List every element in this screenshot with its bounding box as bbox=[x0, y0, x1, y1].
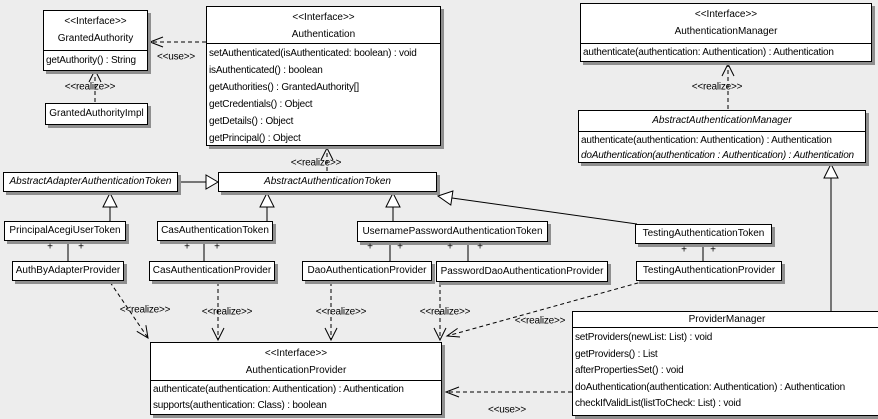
open-arrow-icon bbox=[324, 327, 338, 342]
class-name: PasswordDaoAuthenticationProvider bbox=[440, 265, 604, 277]
class-name: AuthenticationManager bbox=[674, 26, 778, 37]
triangle-arrow-icon bbox=[385, 191, 401, 208]
method: authenticate(authentication: Authenticat… bbox=[581, 135, 832, 146]
class-cas-authentication-token[interactable]: CasAuthenticationToken bbox=[157, 221, 273, 241]
class-principal-acegi-user-token[interactable]: PrincipalAcegiUserToken bbox=[4, 221, 126, 241]
method: setAuthenticated(isAuthenticated: boolea… bbox=[209, 48, 417, 59]
association-end-plus: + bbox=[214, 241, 220, 253]
association-end-plus: + bbox=[710, 244, 716, 256]
class-name: UsernamePasswordAuthenticationToken bbox=[362, 225, 543, 237]
realize-label: <<realize>> bbox=[290, 157, 342, 169]
class-abstract-authentication-manager[interactable]: AbstractAuthenticationManager authentica… bbox=[578, 110, 866, 163]
class-name: ProviderManager bbox=[688, 314, 766, 325]
association-end-plus: + bbox=[47, 241, 53, 253]
method: supports(authentication: Class) : boolea… bbox=[153, 400, 327, 411]
class-abstract-authentication-token[interactable]: AbstractAuthenticationToken bbox=[218, 172, 437, 192]
class-name: CasAuthenticationProvider bbox=[152, 265, 272, 276]
method: authenticate(authentication: Authenticat… bbox=[153, 384, 404, 395]
class-password-dao-authentication-provider[interactable]: PasswordDaoAuthenticationProvider bbox=[436, 261, 608, 282]
open-arrow-icon bbox=[444, 386, 460, 398]
method: getCredentials() : Object bbox=[209, 99, 313, 110]
class-name: CasAuthenticationToken bbox=[161, 225, 269, 236]
class-auth-by-adapter-provider[interactable]: AuthByAdapterProvider bbox=[12, 261, 124, 281]
method: afterPropertiesSet() : void bbox=[575, 365, 684, 376]
class-granted-authority[interactable]: <<Interface>> GrantedAuthority getAuthor… bbox=[43, 10, 148, 71]
method: isAuthenticated() : boolean bbox=[209, 65, 323, 76]
class-provider-manager[interactable]: ProviderManager setProviders(newList: Li… bbox=[572, 311, 878, 416]
class-name: GrantedAuthority bbox=[57, 33, 134, 44]
class-name: Authentication bbox=[291, 29, 356, 40]
stereotype: <<Interface>> bbox=[694, 9, 758, 20]
association-end-plus: + bbox=[184, 241, 190, 253]
method: authenticate(authentication: Authenticat… bbox=[583, 47, 834, 58]
open-arrow-icon bbox=[320, 146, 334, 161]
triangle-arrow-icon bbox=[823, 162, 839, 179]
open-arrow-icon bbox=[721, 62, 735, 77]
class-name: AuthByAdapterProvider bbox=[15, 265, 121, 276]
class-name: AbstractAuthenticationToken bbox=[264, 176, 391, 187]
realize-label: <<realize>> bbox=[119, 304, 171, 316]
class-authentication-manager[interactable]: <<Interface>> AuthenticationManager auth… bbox=[580, 3, 872, 62]
class-dao-authentication-provider[interactable]: DaoAuthenticationProvider bbox=[302, 261, 432, 281]
open-arrow-icon bbox=[211, 327, 225, 342]
method: doAuthentication(authentication : Authen… bbox=[581, 150, 854, 161]
realize-edge-testingprovider bbox=[446, 280, 646, 337]
class-name: PrincipalAcegiUserToken bbox=[9, 225, 121, 236]
association-end-plus: + bbox=[367, 241, 373, 253]
triangle-arrow-icon bbox=[259, 191, 275, 208]
realize-label: <<realize>> bbox=[419, 306, 471, 318]
method: checkIfValidList(listToCheck: List) : vo… bbox=[575, 398, 741, 409]
realize-label: <<realize>> bbox=[315, 306, 367, 318]
association-end-plus: + bbox=[78, 241, 84, 253]
method: getPrincipal() : Object bbox=[209, 133, 301, 144]
class-authentication[interactable]: <<Interface>> Authentication setAuthenti… bbox=[206, 6, 441, 146]
open-arrow-icon bbox=[433, 327, 447, 342]
class-name: AbstractAdapterAuthenticationToken bbox=[9, 176, 172, 187]
method: doAuthentication(authentication: Authent… bbox=[575, 381, 845, 393]
class-name: TestingAuthenticationProvider bbox=[642, 265, 776, 276]
open-arrow-icon bbox=[148, 36, 164, 48]
method: getAuthority() : String bbox=[46, 55, 136, 66]
class-name: AbstractAuthenticationManager bbox=[652, 115, 792, 126]
association-end-plus: + bbox=[681, 244, 687, 256]
realize-label: <<realize>> bbox=[64, 81, 116, 93]
realize-edge-authbyadapterprovider bbox=[109, 281, 149, 339]
association-end-plus: + bbox=[477, 241, 483, 253]
method: getProviders() : List bbox=[575, 348, 658, 360]
class-username-password-authentication-token[interactable]: UsernamePasswordAuthenticationToken bbox=[357, 221, 548, 242]
open-arrow-icon bbox=[445, 327, 461, 338]
class-name: DaoAuthenticationProvider bbox=[307, 265, 427, 276]
stereotype: <<Interface>> bbox=[292, 12, 355, 23]
class-name: AuthenticationProvider bbox=[245, 365, 347, 376]
class-name: TestingAuthenticationToken bbox=[642, 228, 765, 239]
stereotype: <<Interface>> bbox=[264, 348, 328, 359]
association-end-plus: + bbox=[397, 241, 403, 253]
triangle-arrow-icon bbox=[102, 191, 118, 208]
realize-label: <<realize>> bbox=[201, 306, 253, 318]
realize-label: <<realize>> bbox=[514, 315, 566, 327]
stereotype: <<Interface>> bbox=[64, 16, 127, 27]
realize-label: <<realize>> bbox=[691, 81, 743, 93]
generalization-edge-testingtoken bbox=[451, 197, 638, 225]
use-label: <<use>> bbox=[156, 51, 196, 63]
open-arrow-icon bbox=[136, 325, 149, 339]
class-abstract-adapter-authentication-token[interactable]: AbstractAdapterAuthenticationToken bbox=[3, 172, 178, 192]
class-cas-authentication-provider[interactable]: CasAuthenticationProvider bbox=[149, 261, 275, 281]
method: setProviders(newList: List) : void bbox=[575, 332, 713, 343]
class-testing-authentication-provider[interactable]: TestingAuthenticationProvider bbox=[636, 261, 782, 281]
method: getDetails() : Object bbox=[209, 116, 294, 127]
use-label: <<use>> bbox=[487, 404, 527, 416]
method: getAuthorities() : GrantedAuthority[] bbox=[209, 82, 359, 93]
triangle-arrow-icon bbox=[436, 190, 454, 206]
class-authentication-provider[interactable]: <<Interface>> AuthenticationProvider aut… bbox=[150, 342, 442, 415]
triangle-arrow-icon bbox=[205, 174, 219, 190]
class-granted-authority-impl[interactable]: GrantedAuthorityImpl bbox=[45, 103, 148, 125]
association-end-plus: + bbox=[447, 241, 453, 253]
class-testing-authentication-token[interactable]: TestingAuthenticationToken bbox=[635, 224, 772, 244]
class-name: GrantedAuthorityImpl bbox=[49, 108, 144, 119]
